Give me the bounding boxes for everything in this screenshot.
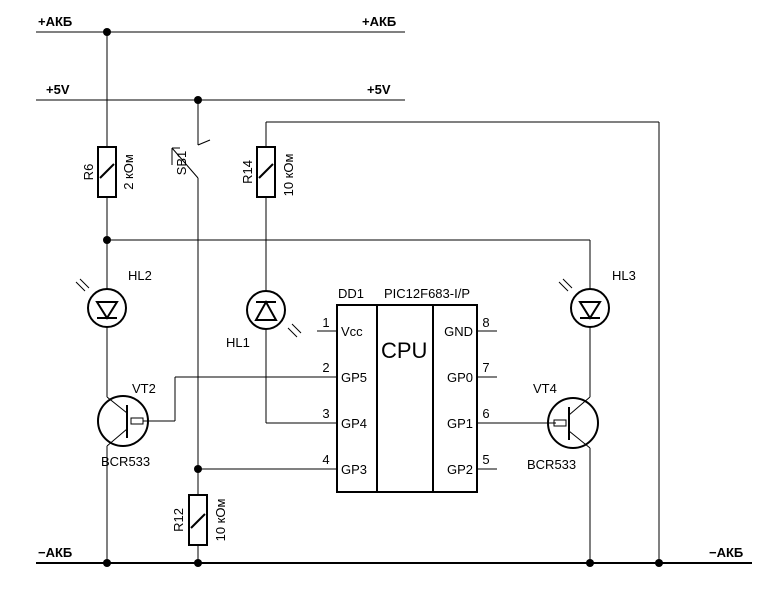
resistor-r6-mark (99, 163, 115, 179)
transistor-vt4-emitter (568, 430, 591, 449)
led-hl3-ray (558, 281, 569, 292)
pin-2-num: 2 (322, 360, 329, 375)
pin-6-num: 6 (482, 406, 489, 421)
led-hl2-ray (79, 278, 90, 289)
led-hl2-body (87, 288, 127, 328)
transistor-vt4-collector (568, 396, 591, 416)
pin-8-num: 8 (482, 315, 489, 330)
r6-ref: R6 (81, 164, 96, 181)
pin-3-num: 3 (322, 406, 329, 421)
junction-dot (194, 465, 202, 473)
dd1-core: CPU (381, 338, 427, 363)
led-hl2-ray (75, 281, 86, 292)
junction-dot (655, 559, 663, 567)
pin-1-name: Vcc (341, 324, 363, 339)
v5-left-label: +5V (46, 82, 70, 97)
r12-ref: R12 (171, 508, 186, 532)
dd1-ref: DD1 (338, 286, 364, 301)
pin-7-num: 7 (482, 360, 489, 375)
pin-5-num: 5 (482, 452, 489, 467)
led-hl1-ray (291, 323, 302, 334)
pin-4-num: 4 (322, 452, 329, 467)
switch-sb1-lever (197, 139, 211, 146)
pin-3-name: GP4 (341, 416, 367, 431)
junction-dot (194, 96, 202, 104)
r6-value: 2 кОм (121, 154, 136, 190)
hl3-ref: HL3 (612, 268, 636, 283)
transistor-vt2-emitter (106, 428, 128, 447)
transistor-vt2-resistor (130, 417, 144, 425)
vt4-ref: VT4 (533, 381, 557, 396)
hl2-ref: HL2 (128, 268, 152, 283)
led-hl3-triangle (578, 301, 602, 320)
akb-minus-left-label: −АКБ (38, 545, 72, 560)
junction-dot (103, 559, 111, 567)
led-hl1-body (246, 290, 286, 330)
led-hl3-ray (562, 278, 573, 289)
led-hl1-ray (287, 327, 298, 338)
vt2-part: BCR533 (101, 454, 150, 469)
sb1-ref: SB1 (174, 151, 189, 176)
transistor-vt2-body (97, 395, 149, 447)
led-hl2-triangle (95, 301, 119, 320)
vt4-part: BCR533 (527, 457, 576, 472)
akb-plus-right-label: +АКБ (362, 14, 396, 29)
hl1-ref: HL1 (226, 335, 250, 350)
junction-dot (103, 28, 111, 36)
pin-6-name: GP1 (447, 416, 473, 431)
transistor-vt4-resistor (553, 419, 567, 427)
r14-value: 10 кОм (281, 154, 296, 197)
resistor-r12-mark (190, 513, 206, 529)
led-hl3-body (570, 288, 610, 328)
pin-5-name: GP2 (447, 462, 473, 477)
led-hl1-triangle (254, 299, 278, 321)
akb-minus-right-label: −АКБ (709, 545, 743, 560)
r12-value: 10 кОм (213, 499, 228, 542)
akb-plus-left-label: +АКБ (38, 14, 72, 29)
pin-2-name: GP5 (341, 370, 367, 385)
pin-4-name: GP3 (341, 462, 367, 477)
resistor-r14-mark (258, 163, 274, 179)
pin-7-name: GP0 (447, 370, 473, 385)
transistor-vt4-body (547, 397, 599, 449)
transistor-vt2-collector (106, 396, 128, 414)
vt2-ref: VT2 (132, 381, 156, 396)
v5-right-label: +5V (367, 82, 391, 97)
r14-ref: R14 (240, 160, 255, 184)
chip-dd1 (336, 304, 478, 493)
junction-dot (194, 559, 202, 567)
dd1-part: PIC12F683-I/P (384, 286, 470, 301)
junction-dot (103, 236, 111, 244)
pin-1-num: 1 (322, 315, 329, 330)
junction-dot (586, 559, 594, 567)
switch-sb1-blade (171, 147, 199, 179)
pin-8-name: GND (444, 324, 473, 339)
